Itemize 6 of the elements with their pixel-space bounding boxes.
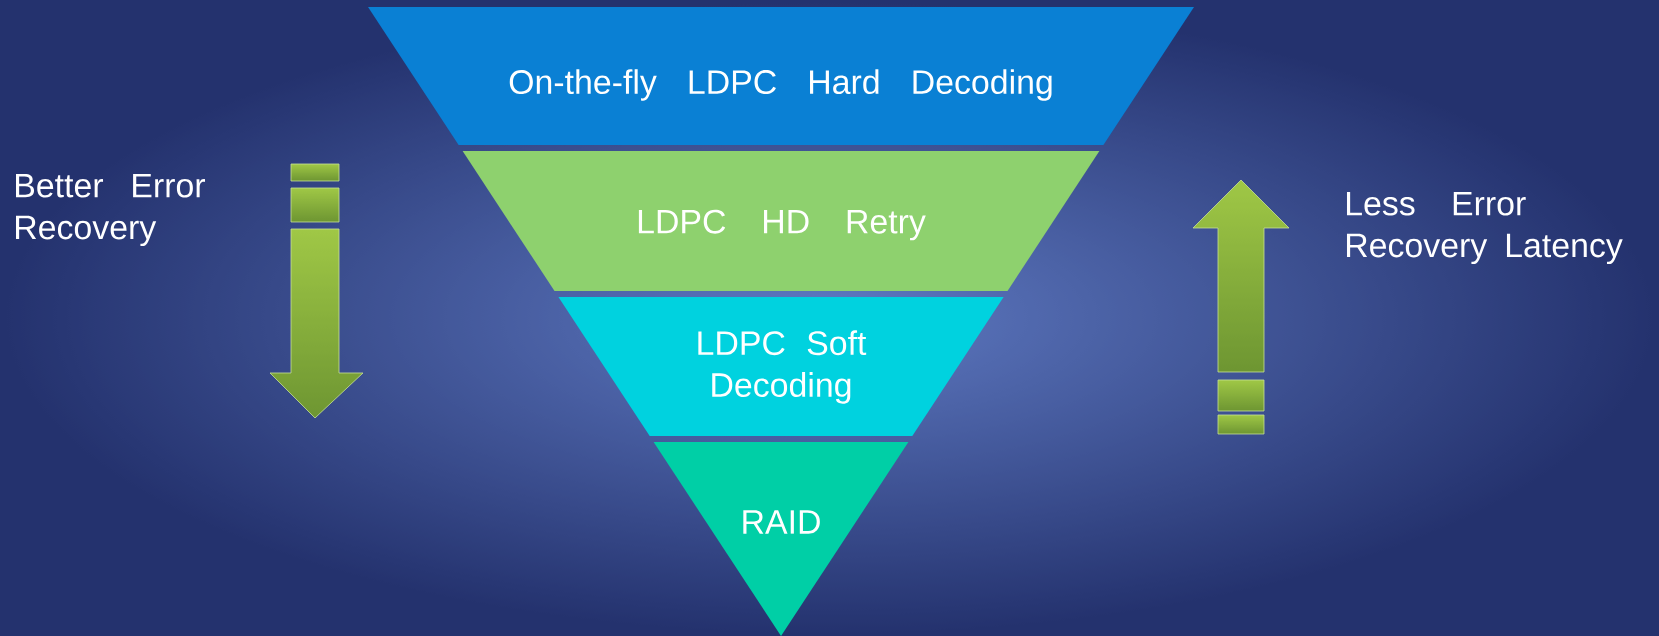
pyramid-band: On-the-fly LDPC Hard Decoding [368, 7, 1194, 145]
side-label: Less Error Recovery Latency [1347, 191, 1623, 265]
pyramid-band: RAID [653, 442, 909, 636]
pyramid-band: LDPC Soft Decoding [558, 297, 1004, 436]
side-label: Better Error Recovery [16, 173, 205, 247]
pyramid-band: LDPC HD Retry [462, 151, 1100, 291]
